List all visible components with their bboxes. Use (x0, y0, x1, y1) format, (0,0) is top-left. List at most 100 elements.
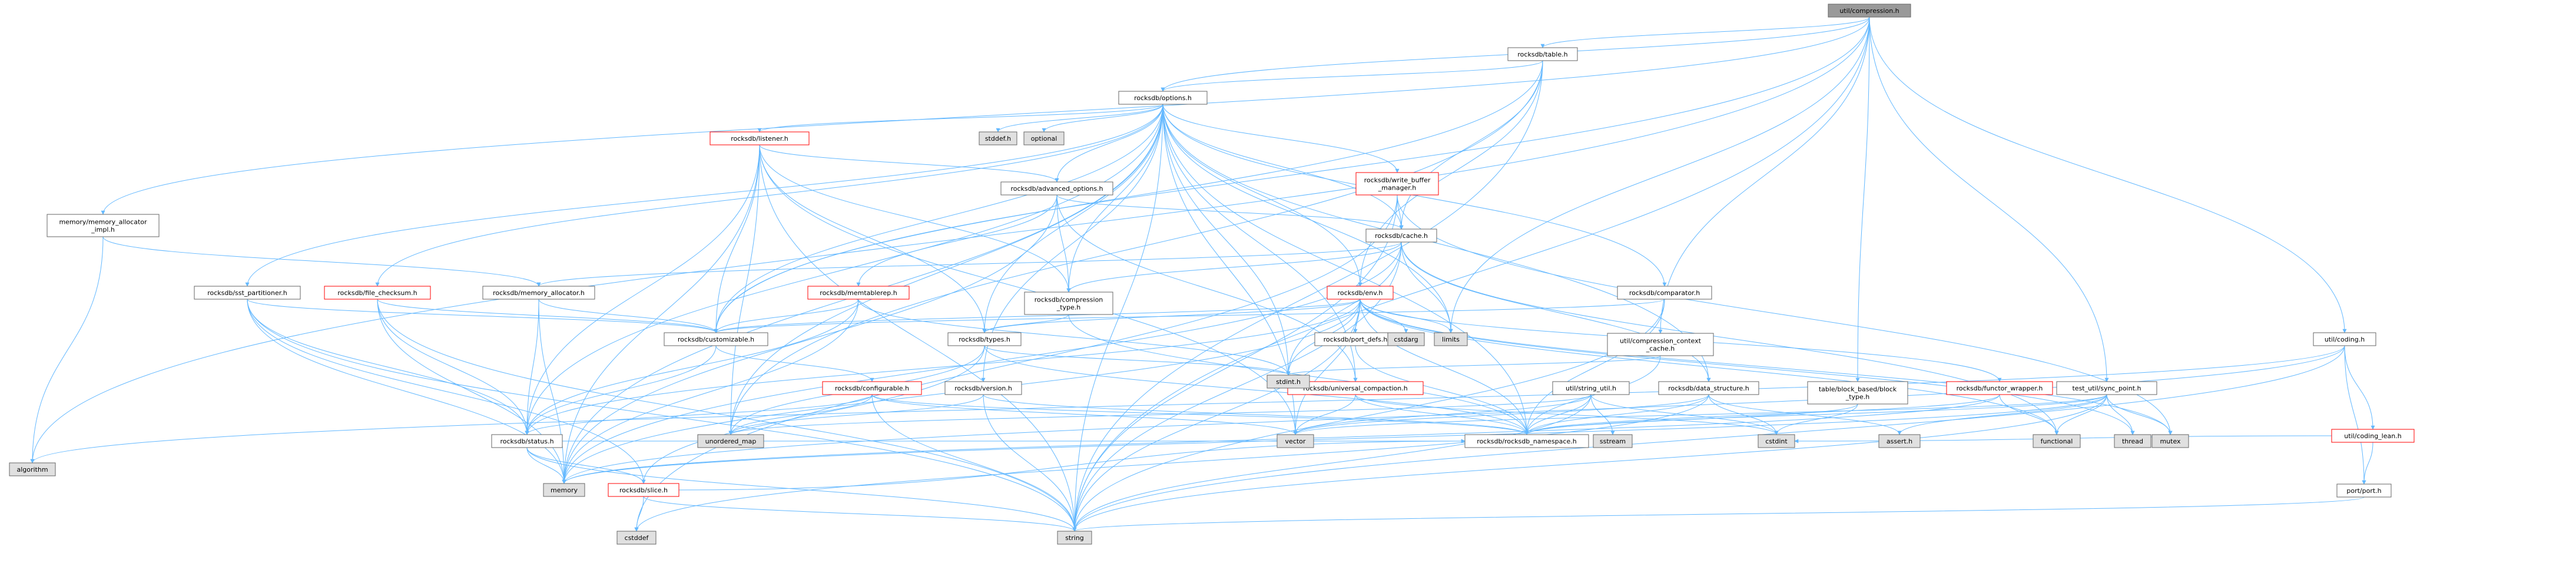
edge-options-to-compression_type (1066, 104, 1163, 293)
edge-customizable-to-status (525, 345, 717, 435)
node-memory_allocator[interactable]: rocksdb/memory_allocator.h (482, 286, 595, 300)
node-label: util/coding_lean.h (2344, 432, 2401, 440)
edge-advanced_options-to-compression_type (1056, 194, 1071, 293)
node-box (710, 131, 810, 145)
node-advanced_options[interactable]: rocksdb/advanced_options.h (1000, 181, 1113, 196)
node-stdint[interactable]: stdint.h (1267, 375, 1310, 389)
edge-slice-to-cstddef (634, 496, 644, 532)
node-universal_compaction[interactable]: rocksdb/universal_compaction.h (1287, 381, 1424, 395)
node-sstream[interactable]: sstream (1593, 434, 1633, 448)
node-version[interactable]: rocksdb/version.h (944, 381, 1022, 395)
edge-root-to-bbt_type (1855, 16, 1870, 382)
edge-env-to-functional (1360, 299, 2059, 435)
edge-listener-to-status (525, 144, 760, 435)
node-cstdint[interactable]: cstdint (1758, 434, 1795, 448)
node-layer: util/compression.h rocksdb/table.h rocksdb… (9, 4, 2415, 545)
node-stddef_h[interactable]: stddef.h (979, 131, 1017, 145)
node-functional[interactable]: functional (2033, 434, 2081, 448)
node-file_checksum[interactable]: rocksdb/file_checksum.h (324, 286, 431, 300)
node-functor_wrapper[interactable]: rocksdb/functor_wrapper.h (1946, 381, 2053, 395)
node-unordered_map[interactable]: unordered_map (697, 434, 764, 448)
edge-env-to-cstdarg (1360, 299, 1408, 333)
node-box (1365, 228, 1437, 243)
edge-version-to-string (983, 394, 1077, 532)
node-listener[interactable]: rocksdb/listener.h (710, 131, 810, 145)
node-types[interactable]: rocksdb/types.h (947, 332, 1022, 346)
node-box (324, 286, 431, 300)
node-namespace[interactable]: rocksdb/rocksdb_namespace.h (1464, 434, 1589, 448)
node-coding[interactable]: util/coding.h (2313, 332, 2376, 346)
node-label: rocksdb/version.h (954, 385, 1012, 392)
node-compression_type[interactable]: rocksdb/compression_type.h (1024, 292, 1113, 315)
node-assert[interactable]: assert.h (1878, 434, 1921, 448)
node-thread[interactable]: thread (2114, 434, 2151, 448)
node-label: util/compression_context (1620, 337, 1701, 345)
edge-root-to-algorithm (30, 16, 1870, 463)
node-box (1024, 292, 1113, 315)
node-slice[interactable]: rocksdb/slice.h (608, 483, 679, 497)
edge-data_structure-to-cstdint (1708, 394, 1779, 435)
node-cstdarg[interactable]: cstdarg (1387, 332, 1425, 346)
node-coding_lean[interactable]: util/coding_lean.h (2331, 429, 2415, 443)
edge-options-to-listener (757, 104, 1163, 133)
edge-file_checksum-to-customizable (377, 299, 718, 333)
node-box (1617, 286, 1712, 300)
node-comparator[interactable]: rocksdb/comparator.h (1617, 286, 1712, 300)
node-algorithm[interactable]: algorithm (9, 462, 56, 476)
edge-universal_compaction-to-cstdint (1355, 394, 1779, 435)
edge-sync_point-to-string (1072, 394, 2107, 532)
edge-listener-to-advanced_options (759, 144, 1059, 183)
node-customizable[interactable]: rocksdb/customizable.h (664, 332, 768, 346)
node-compression_ctx[interactable]: util/compression_context_cache.h (1607, 333, 1714, 356)
node-string[interactable]: string (1057, 531, 1092, 545)
node-root[interactable]: util/compression.h (1828, 4, 1911, 18)
node-mutex[interactable]: mutex (2151, 434, 2189, 448)
node-label: memory/memory_allocator (59, 218, 147, 226)
edge-wbm-to-cstddef (634, 194, 1398, 532)
edge-universal_compaction-to-vector (1293, 394, 1356, 435)
edge-env-to-namespace (1360, 299, 1529, 435)
node-vector[interactable]: vector (1277, 434, 1314, 448)
node-configurable[interactable]: rocksdb/configurable.h (822, 381, 922, 395)
node-port_defs[interactable]: rocksdb/port_defs.h (1314, 332, 1397, 346)
node-box (2331, 429, 2415, 443)
edge-advanced_options-to-cache (1056, 194, 1404, 230)
node-status[interactable]: rocksdb/status.h (491, 434, 563, 448)
node-label: rocksdb/comparator.h (1629, 289, 1700, 297)
node-memtablerep[interactable]: rocksdb/memtablerep.h (807, 286, 910, 300)
node-cache[interactable]: rocksdb/cache.h (1365, 228, 1437, 243)
node-sync_point[interactable]: test_util/sync_point.h (2056, 381, 2157, 395)
edge-options-to-namespace (1162, 104, 1529, 435)
node-limits[interactable]: limits (1434, 332, 1468, 346)
node-label: rocksdb/customizable.h (678, 336, 754, 343)
node-label: rocksdb/env.h (1338, 289, 1383, 297)
node-box (1057, 531, 1092, 545)
edge-cache-to-functional (1401, 241, 2059, 435)
node-box (2336, 483, 2392, 498)
node-optional[interactable]: optional (1023, 131, 1065, 145)
node-table[interactable]: rocksdb/table.h (1507, 47, 1578, 61)
edge-memory_allocator-to-customizable (538, 299, 718, 333)
node-label: util/compression.h (1839, 7, 1899, 15)
node-label: rocksdb/sst_partitioner.h (207, 289, 287, 297)
node-memory[interactable]: memory (543, 483, 585, 497)
node-env[interactable]: rocksdb/env.h (1327, 286, 1394, 300)
node-sst_partitioner[interactable]: rocksdb/sst_partitioner.h (194, 286, 301, 300)
edge-memalloc_impl-to-algorithm (30, 236, 104, 463)
edge-types-to-namespace (984, 345, 1529, 435)
edge-listener-to-compression_type (759, 144, 1071, 293)
node-data_structure[interactable]: rocksdb/data_structure.h (1658, 381, 1759, 395)
edge-table-to-unordered_map (728, 60, 1543, 435)
node-string_util[interactable]: util/string_util.h (1552, 381, 1630, 395)
node-options[interactable]: rocksdb/options.h (1118, 91, 1208, 105)
edge-table-to-options (1161, 60, 1543, 92)
node-memalloc_impl[interactable]: memory/memory_allocator_impl.h (47, 214, 160, 237)
node-wbm[interactable]: rocksdb/write_buffer_manager.h (1355, 172, 1439, 196)
edge-slice-to-string (643, 496, 1077, 532)
node-cstddef[interactable]: cstddef (616, 531, 657, 545)
edge-cache-to-stdint (1286, 241, 1402, 376)
node-port[interactable]: port/port.h (2336, 483, 2392, 498)
edge-options-to-sst_partitioner (245, 104, 1163, 287)
node-bbt_type[interactable]: table/block_based/block_type.h (1807, 381, 1908, 405)
edge-listener-to-types (759, 144, 987, 333)
